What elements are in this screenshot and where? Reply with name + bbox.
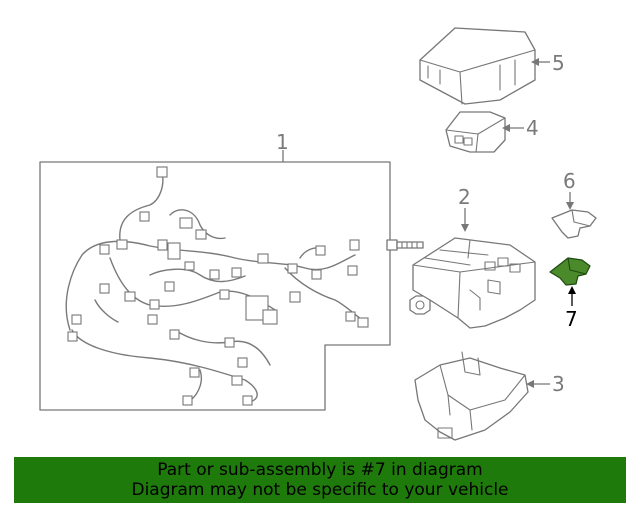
callout-2-arrow — [461, 224, 469, 232]
callout-7: 7 — [565, 307, 578, 331]
part-1-wiring-harness[interactable]: 1 — [39, 130, 391, 411]
callout-6: 6 — [563, 169, 576, 193]
callout-1: 1 — [276, 130, 289, 154]
callout-2: 2 — [458, 185, 471, 209]
callout-5: 5 — [552, 51, 565, 75]
harness-branch-b — [119, 171, 164, 241]
harness-branch-a — [109, 257, 276, 311]
part-4-control-module[interactable]: 4 — [445, 111, 539, 153]
callout-3: 3 — [552, 372, 565, 396]
harness-branch-d — [149, 268, 246, 283]
harness-branch-f — [284, 267, 366, 323]
banner-line-2: Diagram may not be specific to your vehi… — [131, 480, 509, 500]
callout-5-arrow — [531, 58, 539, 66]
part-5-module-box[interactable]: 5 — [419, 27, 565, 105]
harness-branch-c — [169, 209, 226, 240]
part-2-fuse-relay-box[interactable]: 2 — [412, 185, 536, 329]
bolt[interactable] — [386, 239, 424, 251]
callout-4-arrow — [502, 124, 510, 132]
callout-4: 4 — [526, 116, 539, 140]
harness-connectors — [67, 166, 369, 406]
banner-line-1: Part or sub-assembly is #7 in diagram — [157, 460, 483, 480]
callout-3-arrow — [526, 380, 534, 388]
callout-6-arrow — [566, 202, 574, 210]
harness-trunk — [65, 240, 356, 331]
nut[interactable] — [409, 295, 431, 315]
harness-lower-loop — [71, 329, 258, 403]
callout-7-arrow — [568, 286, 576, 294]
part-7-shape — [549, 257, 591, 286]
part-3-lower-tray[interactable]: 3 — [414, 351, 565, 441]
part-7-fuse-highlighted[interactable]: 7 — [549, 257, 591, 331]
info-banner: Part or sub-assembly is #7 in diagram Di… — [14, 457, 626, 503]
harness-branch-i — [94, 299, 119, 323]
part-6-fuse[interactable]: 6 — [551, 169, 597, 239]
harness-frame — [39, 161, 391, 411]
parts-diagram: 1 2 3 — [39, 27, 597, 441]
